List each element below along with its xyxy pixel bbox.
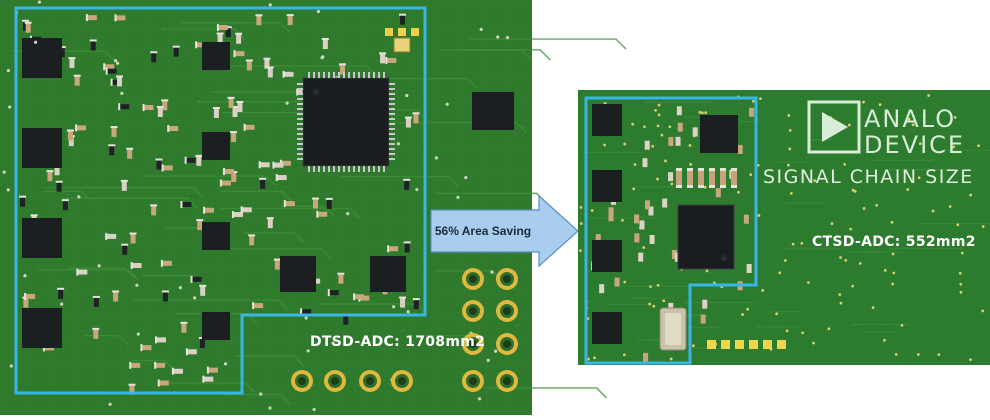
left-soic-chip-2	[370, 256, 406, 292]
left-pcb-background	[0, 0, 532, 415]
logo-triangle-icon	[822, 112, 848, 142]
right-board-area-label: CTSD-ADC: 552mm2	[812, 234, 976, 250]
left-pcb-board: DTSD-ADC: 1708mm2	[0, 0, 627, 415]
arrow-label: 56% Area Saving	[435, 224, 531, 238]
right-board-area-outline	[584, 96, 758, 365]
right-test-pads	[707, 340, 786, 349]
left-main-qfp-chip	[297, 72, 395, 172]
right-pcb-background	[578, 90, 990, 365]
logo-line-2: DEVICE	[864, 131, 965, 159]
right-silkscreen-text: SIGNAL CHAIN SIZE	[763, 166, 974, 188]
logo-triangle-box	[807, 100, 861, 154]
analog-devices-logo: ANALO DEVICE	[807, 100, 965, 159]
right-soic-chip	[700, 115, 738, 153]
arrow-shape	[430, 194, 579, 268]
left-board-area-outline	[14, 6, 427, 395]
left-board-area-label: DTSD-ADC: 1708mm2	[310, 334, 485, 350]
logo-line-1: ANALO	[864, 105, 956, 133]
right-crystal	[659, 307, 687, 351]
right-main-qfn-chip	[677, 204, 735, 270]
left-soic-chip-1	[280, 256, 316, 292]
left-mounting-pads	[291, 28, 518, 392]
area-saving-arrow: 56% Area Saving	[430, 194, 579, 268]
left-soic-chip-outside	[472, 92, 514, 130]
right-pcb-components	[579, 94, 985, 362]
left-pcb-components	[2, 0, 513, 412]
right-pcb-board: ANALO DEVICE SIGNAL CHAIN SIZE CTSD-ADC:…	[578, 90, 990, 365]
